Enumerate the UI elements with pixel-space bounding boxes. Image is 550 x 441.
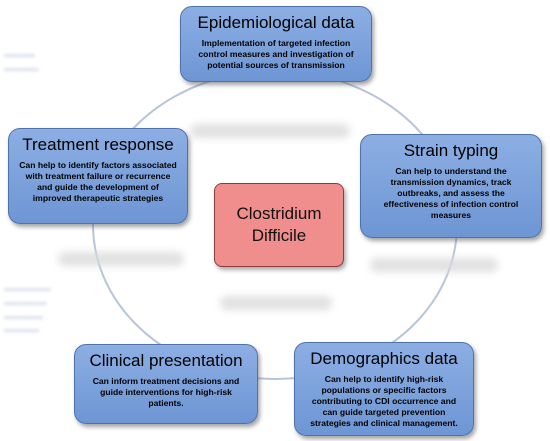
node-title: Treatment response [22, 135, 174, 154]
node-demographics-data: Demographics data Can help to identify h… [294, 342, 474, 436]
node-title: Epidemiological data [197, 13, 355, 32]
node-title: Demographics data [310, 349, 458, 368]
blurred-artifact [370, 258, 498, 272]
center-label: Clostridium Difficile [236, 203, 322, 245]
node-description: Can help to identify factors associated … [19, 159, 177, 204]
blurred-ghost-text: ▪▪▪▪▪▪▪▪▪▪▪▪▪▪▪▪▪ [4, 50, 40, 76]
blurred-artifact [58, 252, 184, 266]
node-title: Strain typing [403, 141, 499, 160]
node-strain-typing: Strain typing Can help to understand the… [360, 134, 542, 238]
node-title: Clinical presentation [89, 351, 243, 370]
node-description: Implementation of targeted infection con… [198, 37, 354, 70]
node-treatment-response: Treatment response Can help to identify … [8, 128, 188, 224]
node-description: Can help to identify high-risk populatio… [310, 373, 458, 429]
node-description: Can help to understand the transmission … [383, 165, 519, 221]
blurred-artifact [190, 124, 350, 138]
node-clinical-presentation: Clinical presentation Can inform treatme… [74, 344, 258, 424]
node-epidemiological-data: Epidemiological data Implementation of t… [180, 6, 372, 82]
center-node: Clostridium Difficile [214, 183, 344, 267]
node-description: Can inform treatment decisions and guide… [92, 375, 240, 408]
blurred-artifact [220, 296, 332, 310]
blurred-ghost-text: ▪▪▪▪▪▪▪▪▪▪▪▪▪▪▪▪▪▪▪▪▪▪▪▪▪▪▪▪▪▪▪▪▪▪▪▪▪▪▪▪… [4, 284, 51, 338]
